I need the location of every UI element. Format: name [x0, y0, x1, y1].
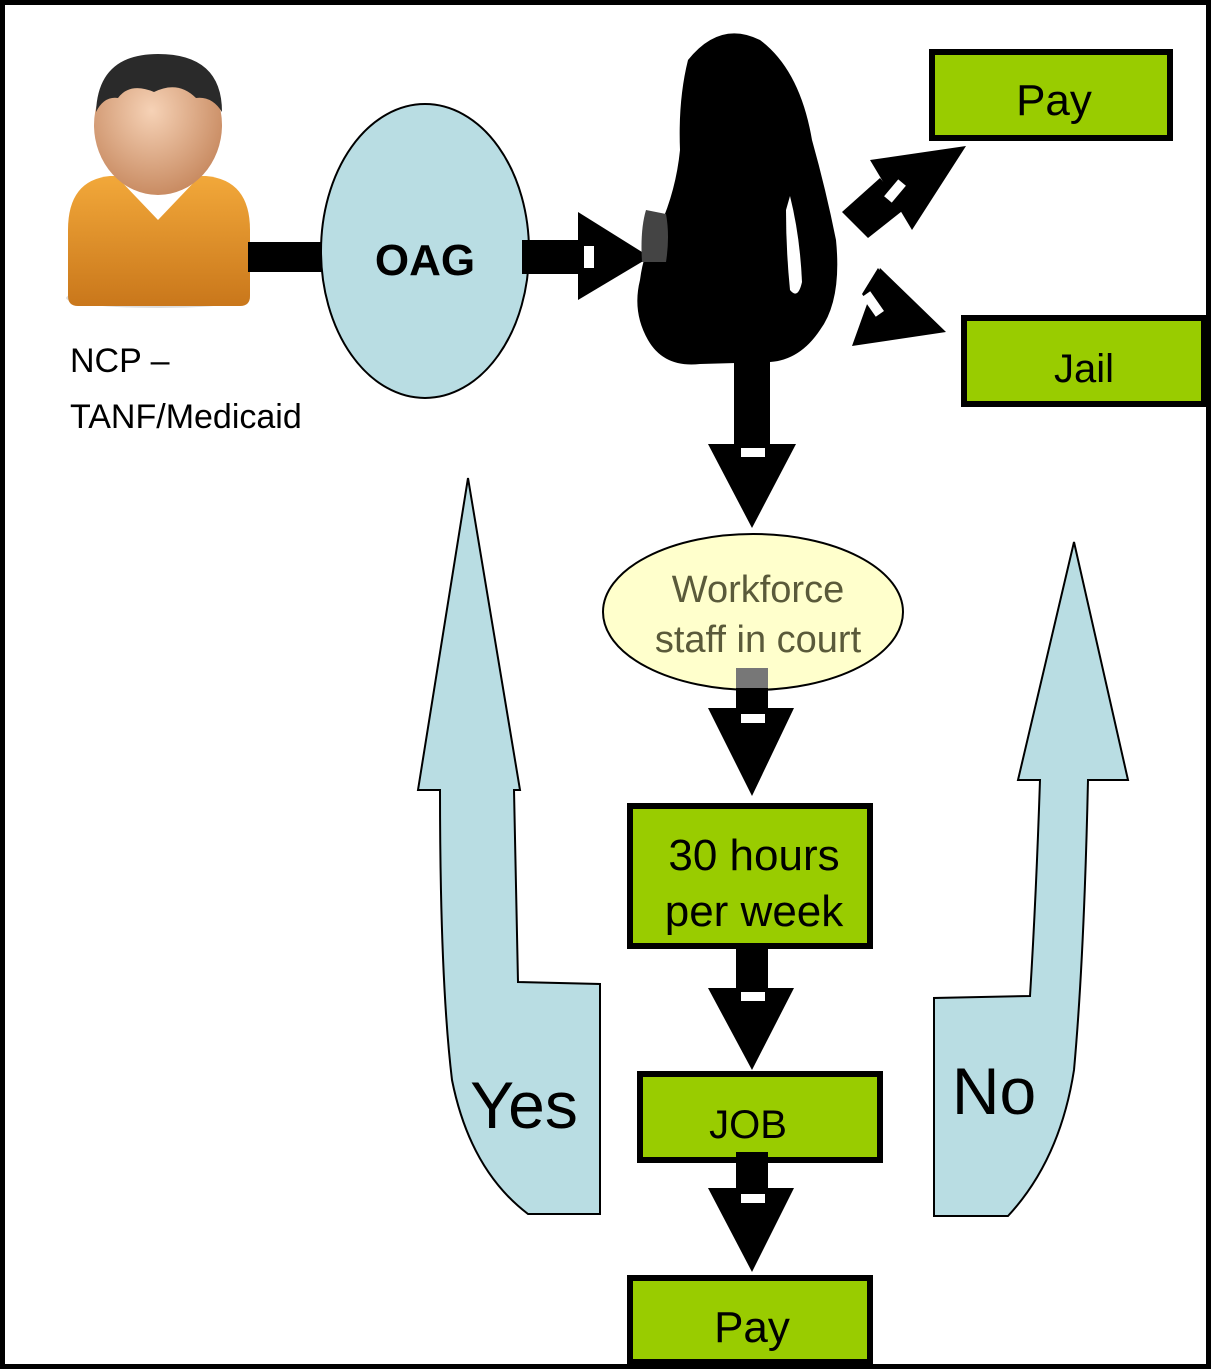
oag-judge-arrow	[522, 212, 650, 300]
judge-silhouette-icon	[637, 33, 838, 365]
jail-label: Jail	[1054, 347, 1114, 391]
workforce-line2: staff in court	[655, 619, 862, 661]
pay-top-label: Pay	[1016, 76, 1092, 125]
oag-label: OAG	[375, 236, 475, 285]
judge-jail-arrow	[852, 268, 946, 346]
workforce-hours-arrow	[708, 668, 794, 796]
workforce-oval	[602, 533, 904, 691]
job-label: JOB	[709, 1103, 787, 1147]
job-box	[637, 1071, 883, 1163]
hours-line2: per week	[665, 887, 845, 936]
job-pay-arrow	[708, 1152, 794, 1272]
workforce-line1: Workforce	[672, 569, 844, 611]
yes-label: Yes	[470, 1068, 578, 1142]
judge-pay-arrow	[842, 146, 966, 238]
person-oag-connector	[248, 242, 328, 272]
judge-workforce-arrow	[708, 362, 796, 528]
person-label-line1: NCP –	[70, 342, 170, 380]
pay-bottom-label: Pay	[714, 1303, 790, 1352]
yes-loop-arrow	[416, 477, 601, 1215]
pay-top-box	[929, 49, 1173, 141]
person-label-line2: TANF/Medicaid	[70, 398, 302, 436]
hours-box	[627, 803, 873, 949]
no-label: No	[952, 1054, 1036, 1128]
hours-line1: 30 hours	[668, 831, 839, 880]
hours-job-arrow	[708, 948, 794, 1070]
pay-bottom-box	[627, 1275, 873, 1365]
jail-box	[961, 315, 1207, 407]
no-loop-arrow	[933, 541, 1130, 1217]
person-icon	[66, 54, 250, 308]
